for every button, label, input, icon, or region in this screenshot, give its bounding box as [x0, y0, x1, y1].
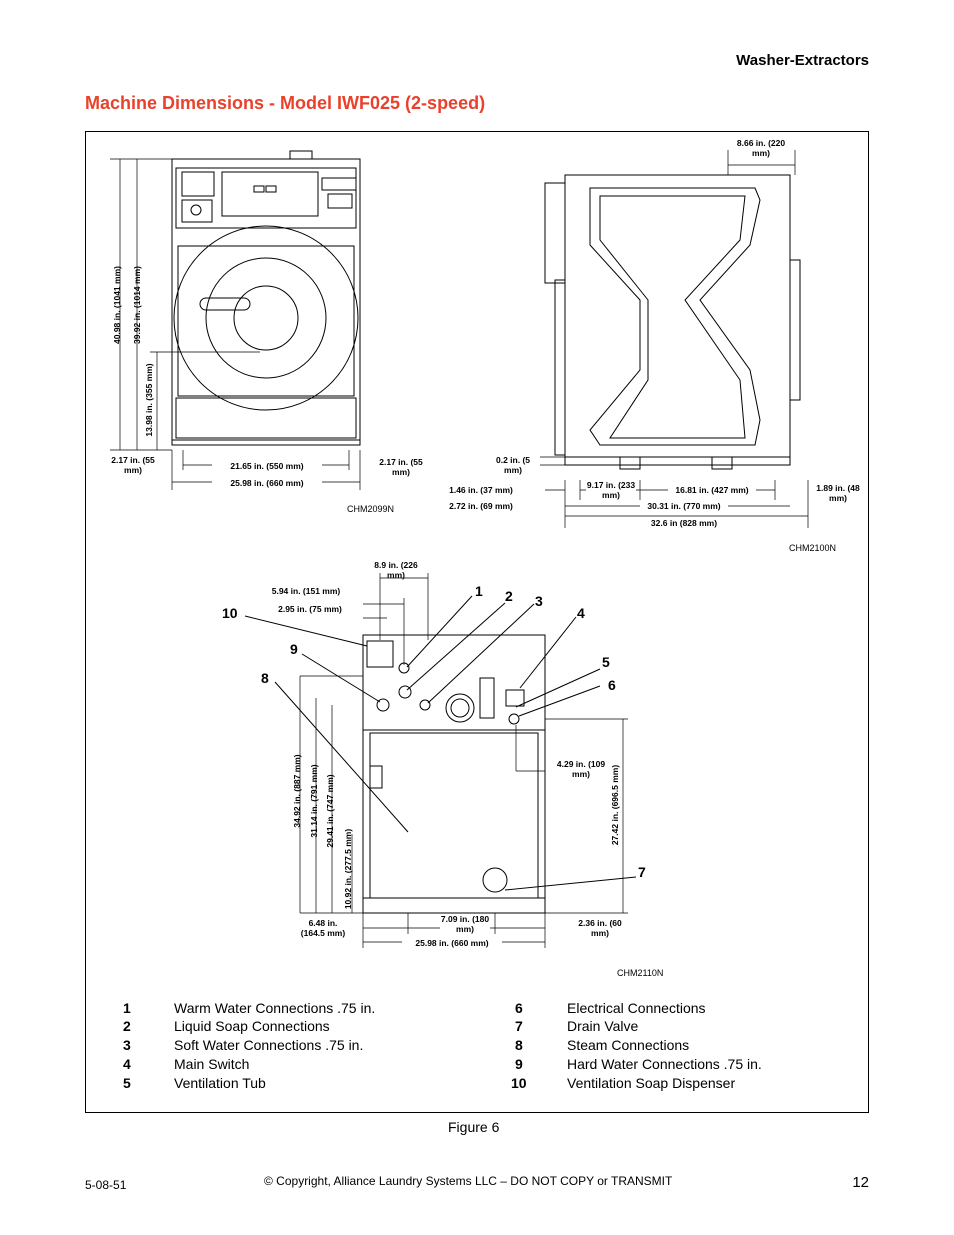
- dim-foot-a: 9.17 in. (233 mm): [586, 480, 636, 500]
- callout-1: 1: [475, 583, 483, 599]
- dim-foot-b: 16.81 in. (427 mm): [668, 485, 756, 495]
- section-header: Washer-Extractors: [736, 52, 869, 69]
- dim-inner-width: 21.65 in. (550 mm): [212, 461, 322, 471]
- dim-front-offset: 1.46 in. (37 mm): [449, 485, 513, 495]
- callout-8: 8: [261, 670, 269, 686]
- dim-front-offset-2: 2.72 in. (69 mm): [449, 501, 513, 511]
- callout-5: 5: [602, 654, 610, 670]
- dim-rear-d3: 2.95 in. (75 mm): [278, 604, 342, 614]
- side-view-code: CHM2100N: [789, 543, 837, 553]
- dim-rear-b2: 7.09 in. (180 mm): [440, 914, 490, 934]
- dim-overall-width: 25.98 in. (660 mm): [212, 478, 322, 488]
- dim-rear-h2: 31.14 in. (791 mm): [309, 764, 319, 838]
- callout-7: 7: [638, 864, 646, 880]
- dim-left-offset: 2.17 in. (55 mm): [111, 455, 155, 475]
- callout-6: 6: [608, 677, 616, 693]
- callout-3: 3: [535, 593, 543, 609]
- dim-rear-b3: 2.36 in. (60 mm): [578, 918, 622, 938]
- callout-9: 9: [290, 641, 298, 657]
- dim-rear-d1: 8.9 in. (226 mm): [374, 560, 418, 580]
- dim-rear-d2: 5.94 in. (151 mm): [271, 586, 341, 596]
- dim-top-offset: 8.66 in. (220 mm): [736, 138, 786, 158]
- dim-rear-b1: 6.48 in. (164.5 mm): [300, 918, 346, 938]
- dim-top-height: 39.92 in. (1014 mm): [132, 266, 142, 344]
- copyright-notice: © Copyright, Alliance Laundry Systems LL…: [264, 1174, 673, 1188]
- front-view-drawing: [171, 150, 361, 446]
- dim-depth-inner: 30.31 in. (770 mm): [640, 501, 728, 511]
- dim-rear-h4: 10.92 in. (277.5 mm): [343, 828, 353, 910]
- dim-right-offset: 2.17 in. (55 mm): [379, 457, 423, 477]
- dim-depth: 32.6 in (828 mm): [650, 518, 718, 528]
- dim-rear-d4: 4.29 in. (109 mm): [556, 759, 606, 779]
- dim-rear: 1.89 in. (48 mm): [816, 483, 860, 503]
- callout-2: 2: [505, 588, 513, 604]
- figure-caption: Figure 6: [448, 1119, 500, 1135]
- callout-4: 4: [577, 605, 585, 621]
- callout-10: 10: [222, 605, 238, 621]
- side-view-drawing: [544, 174, 801, 470]
- dim-rear-h1: 34.92 in. (887 mm): [292, 754, 302, 828]
- page-title: Machine Dimensions - Model IWF025 (2-spe…: [85, 93, 486, 113]
- doc-id: 5-08-51: [85, 1178, 127, 1192]
- rear-view-code: CHM2110N: [617, 968, 664, 978]
- dim-rear-h5: 27.42 in. (696.5 mm): [610, 764, 620, 846]
- dim-rear-b4: 25.98 in. (660 mm): [402, 938, 502, 948]
- dim-rear-h3: 29.41 in. (747 mm): [325, 774, 335, 848]
- page-number: 12: [852, 1174, 869, 1191]
- dim-overall-height: 40.98 in. (1041 mm): [112, 266, 122, 344]
- dim-base-gap: 0.2 in. (5 mm): [495, 455, 530, 475]
- front-view-code: CHM2099N: [347, 504, 395, 514]
- rear-view-drawing: [362, 634, 546, 914]
- dim-door-height: 13.98 in. (355 mm): [144, 363, 154, 437]
- figure-frame: [85, 131, 869, 1113]
